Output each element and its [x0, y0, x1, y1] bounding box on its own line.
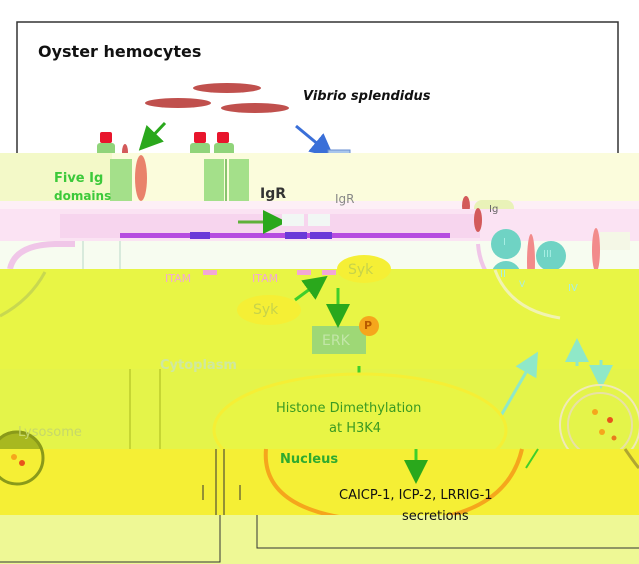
phospho-label: P	[364, 319, 373, 332]
receptor-cap-3	[217, 132, 229, 143]
membrane-node-3	[310, 232, 332, 239]
secretion-label-line1: CAICP-1, ICP-2, LRRIG-1	[339, 488, 493, 503]
band-yellow	[0, 449, 639, 515]
left-lysosome-curve	[0, 271, 47, 318]
receptor-cap-2	[194, 132, 206, 143]
erk-label: ERK	[322, 333, 350, 349]
disc-label-2: II	[500, 269, 506, 280]
vesicle-right-lower	[623, 448, 639, 470]
vesicle-dot-3	[599, 429, 605, 435]
membrane-node-1	[190, 232, 210, 239]
lysosome-label: Lysosome	[18, 425, 82, 440]
nucleus-label: Nucleus	[280, 452, 339, 467]
itam-right-label: ITAM	[252, 272, 279, 285]
right-label-box	[600, 232, 630, 250]
disc-1	[491, 229, 521, 259]
phospho-circle	[359, 316, 379, 336]
vesicle-dot-2	[607, 417, 613, 423]
syk-top-label: Syk	[348, 262, 374, 278]
bacterium-2	[145, 98, 211, 108]
bottom-frame-right	[256, 515, 639, 549]
receptor-stalk-2	[204, 159, 224, 201]
histone-label-line1: Histone Dimethylation	[276, 401, 422, 416]
syk-arrow	[294, 275, 328, 302]
right-cell-curve	[493, 269, 561, 320]
bottom-frame-line	[0, 515, 221, 563]
diagram-title: Oyster hemocytes	[38, 42, 202, 61]
vesicle-dot-1	[592, 409, 598, 415]
histone-label-line2: at H3K4	[329, 421, 382, 436]
band-bottom	[0, 515, 639, 564]
lysosome-dot-5	[19, 460, 25, 466]
pathogen-label: Vibrio splendidus	[303, 89, 431, 104]
erk-box	[312, 326, 366, 354]
receptor-stalk-3	[229, 159, 249, 201]
secretion-label-line2: secretions	[402, 509, 469, 524]
membrane-node-2	[285, 232, 307, 239]
recognition-arrow-blue	[295, 124, 335, 158]
membrane-block-2	[308, 214, 330, 226]
cytoplasm-label: Cytoplasm	[160, 358, 237, 373]
receptor-cap-1	[100, 132, 112, 143]
syk-top-node	[337, 255, 391, 283]
right-spike-b	[592, 228, 600, 272]
disc-label-5: V	[519, 280, 526, 290]
igr-left-label: IgR	[260, 186, 287, 202]
nucleus-exit-arrow	[525, 448, 539, 469]
disc-label-3: III	[543, 249, 552, 260]
itam-mark-1	[203, 270, 217, 275]
band-cream-left	[0, 153, 112, 201]
ig-small-label: Ig	[489, 204, 499, 215]
bacterium-1	[193, 83, 261, 93]
disc-3	[536, 241, 566, 271]
syk-left-label: Syk	[253, 302, 279, 318]
receptor-spike-2	[135, 155, 147, 201]
recognition-arrow-green	[138, 121, 167, 151]
receptor-stalk-1	[110, 159, 132, 201]
band-edge	[0, 201, 639, 209]
itam-mark-3	[322, 270, 336, 275]
disc-label-1: I	[503, 237, 506, 248]
lysosome-dot-4	[11, 454, 17, 460]
bacterium-3	[221, 103, 289, 113]
domains-label: domains	[54, 189, 112, 203]
itam-left-label: ITAM	[165, 272, 192, 285]
disc-label-4: IV	[568, 283, 578, 294]
left-cell-curve	[7, 241, 75, 270]
syk-left-node	[237, 295, 301, 325]
igr-right-label: IgR	[335, 192, 355, 206]
vesicle-dot-4	[611, 435, 617, 441]
lysosome-left-lower	[0, 430, 45, 486]
membrane-block-1	[282, 214, 304, 226]
five-ig-label: Five Ig	[54, 171, 104, 186]
itam-mark-2	[297, 270, 311, 275]
right-spike-pink	[474, 208, 482, 232]
